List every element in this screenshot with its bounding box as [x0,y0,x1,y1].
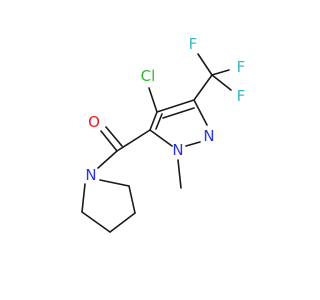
bond-n-pyr-c1 [81,183,86,213]
bond-pyr-c1-c2 [81,211,111,233]
bond-c3-n2 [193,99,208,126]
bond-carbonyl-o-double [105,126,123,147]
bond-c3-cf3 [193,74,213,101]
bond-n1-methyl [177,159,182,189]
atom-oxygen: O [88,113,100,131]
bond-c4-c3-double [162,107,195,119]
bonds [81,53,232,233]
bond-cf3-f2 [211,69,230,76]
bond-cf3-f3 [211,74,232,91]
atoms: Cl F F F N N O N [85,35,245,184]
bond-c4-c3 [156,99,195,113]
bond-c4-cl [148,87,158,113]
bond-carbonyl-o [100,130,118,152]
bond-cf3-f1 [197,53,213,76]
bond-carbonyl-n [97,150,118,169]
molecule-structure: Cl F F F N N O N [81,35,245,233]
bond-c5-carbonyl [116,129,151,152]
bond-pyr-c4-n [99,179,130,187]
atom-nitrogen-methyl: N [172,141,183,159]
atom-chlorine: Cl [141,67,156,85]
bond-n2-n1 [185,141,201,147]
atom-fluorine-bottom: F [237,87,246,105]
bond-pyr-c2-c3 [109,212,136,233]
atom-nitrogen-pyrrolidine: N [85,166,96,184]
atom-fluorine-right: F [237,58,246,76]
atom-nitrogen-ring: N [203,127,214,145]
bond-c5-c4 [149,111,158,131]
bond-pyr-c3-c4 [128,185,136,214]
bond-c5-c4-double [155,113,163,130]
atom-fluorine-top: F [189,35,198,53]
bond-n1-c5 [149,129,173,147]
